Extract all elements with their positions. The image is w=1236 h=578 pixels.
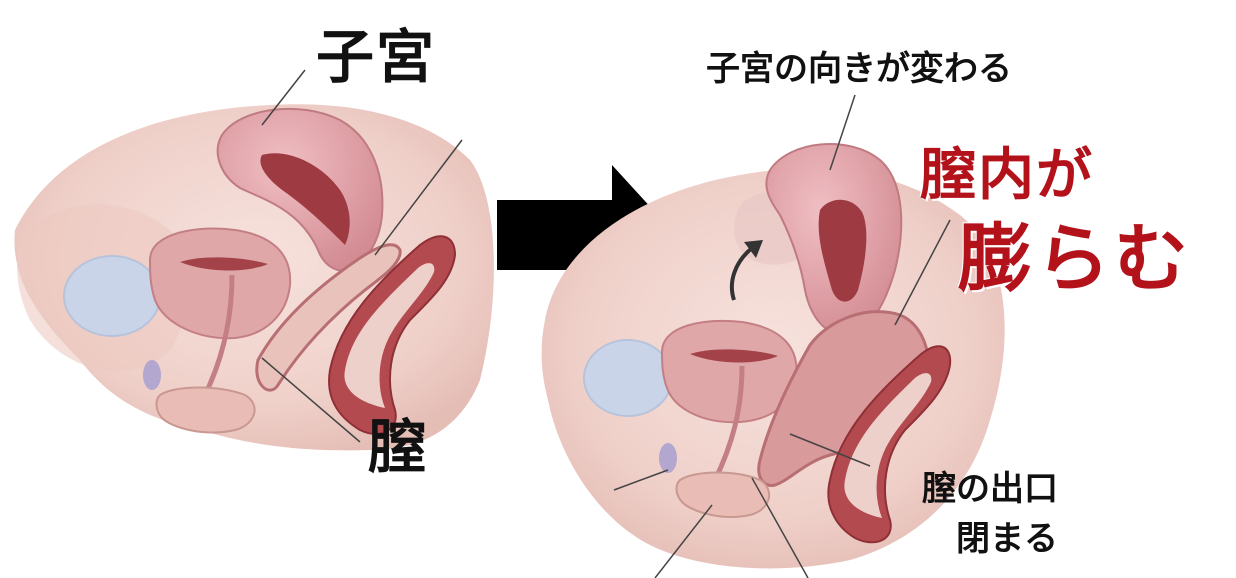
urethra [712, 365, 745, 482]
uterus-cavity [260, 153, 350, 245]
uterus-direction-leader-line [829, 94, 856, 171]
vagina [255, 243, 402, 392]
left-pelvis-illustration [14, 69, 494, 451]
anus-leader-line [751, 477, 809, 578]
bladder-lumen [180, 257, 268, 271]
curved-arrow-head [744, 240, 763, 258]
urethra [202, 274, 235, 397]
swell-leader-line [894, 219, 951, 326]
perineal-body [675, 471, 771, 518]
rectum-wall [344, 263, 435, 408]
perineum-leader-line [654, 504, 713, 578]
clitoris [143, 360, 161, 390]
uterus-direction-label: 子宮の向きが変わる [706, 49, 1012, 89]
bladder-lumen [690, 349, 778, 363]
uterus-label: 子宮 [316, 23, 437, 91]
cervix-leader-line [374, 139, 463, 256]
bladder [660, 319, 798, 424]
bladder [148, 227, 292, 340]
uterus-leader-line [261, 69, 306, 126]
clitoris-leader-line [613, 469, 669, 491]
curved-arrow-icon [729, 246, 754, 301]
swell-label-line1: 膣内が [920, 143, 1094, 208]
pubic-bone [63, 255, 161, 337]
exit-leader-line [789, 433, 871, 467]
uterus-cavity [818, 199, 867, 302]
perineal-body [155, 386, 256, 434]
clitoris [659, 443, 677, 473]
exit-label-line2: 閉まる [956, 519, 1058, 559]
vagina-label: 膣 [368, 413, 429, 481]
swell-label-line2: 膨らむ [958, 216, 1192, 302]
pubic-bone [583, 339, 673, 417]
exit-label-line1: 膣の出口 [922, 469, 1058, 509]
rectum-wall [844, 373, 932, 518]
vagina-leader-line [261, 357, 361, 443]
right-pelvis-illustration [541, 94, 1005, 578]
